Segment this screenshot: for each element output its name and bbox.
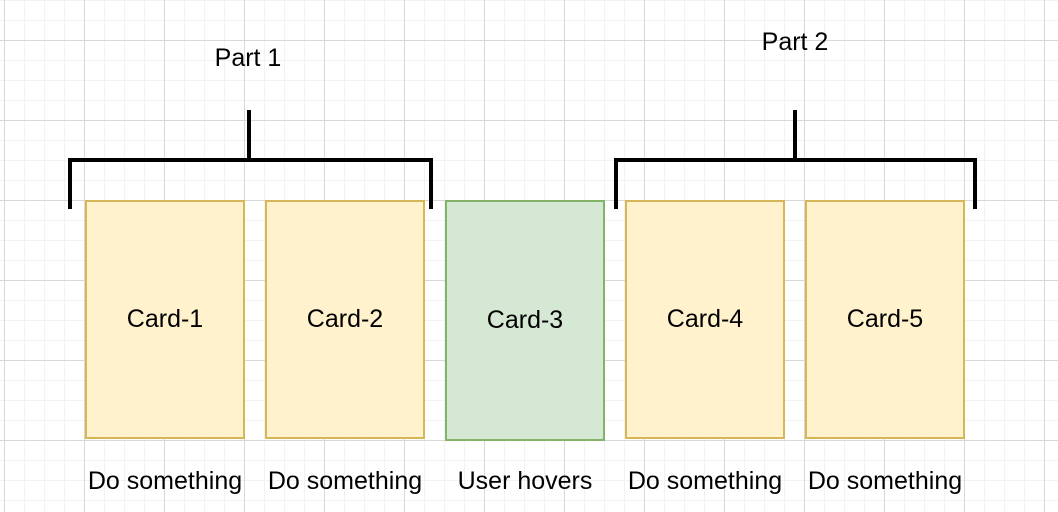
card-2[interactable]: Card-2 [265, 200, 425, 439]
card-5[interactable]: Card-5 [805, 200, 965, 439]
card-2-label: Card-2 [306, 305, 384, 333]
card-1-label: Card-1 [126, 305, 204, 333]
card-5-label: Card-5 [846, 305, 924, 333]
card-3-caption: User hovers [457, 467, 593, 495]
card-4-caption: Do something [627, 467, 783, 495]
group-label-part-1: Part 1 [214, 44, 282, 72]
card-3[interactable]: Card-3 [445, 200, 605, 441]
card-3-label: Card-3 [486, 306, 564, 334]
card-5-caption: Do something [807, 467, 963, 495]
card-4[interactable]: Card-4 [625, 200, 785, 439]
group-label-part-2: Part 2 [761, 28, 829, 56]
card-1-caption: Do something [87, 467, 243, 495]
card-1[interactable]: Card-1 [85, 200, 245, 439]
card-2-caption: Do something [267, 467, 423, 495]
card-4-label: Card-4 [666, 305, 744, 333]
